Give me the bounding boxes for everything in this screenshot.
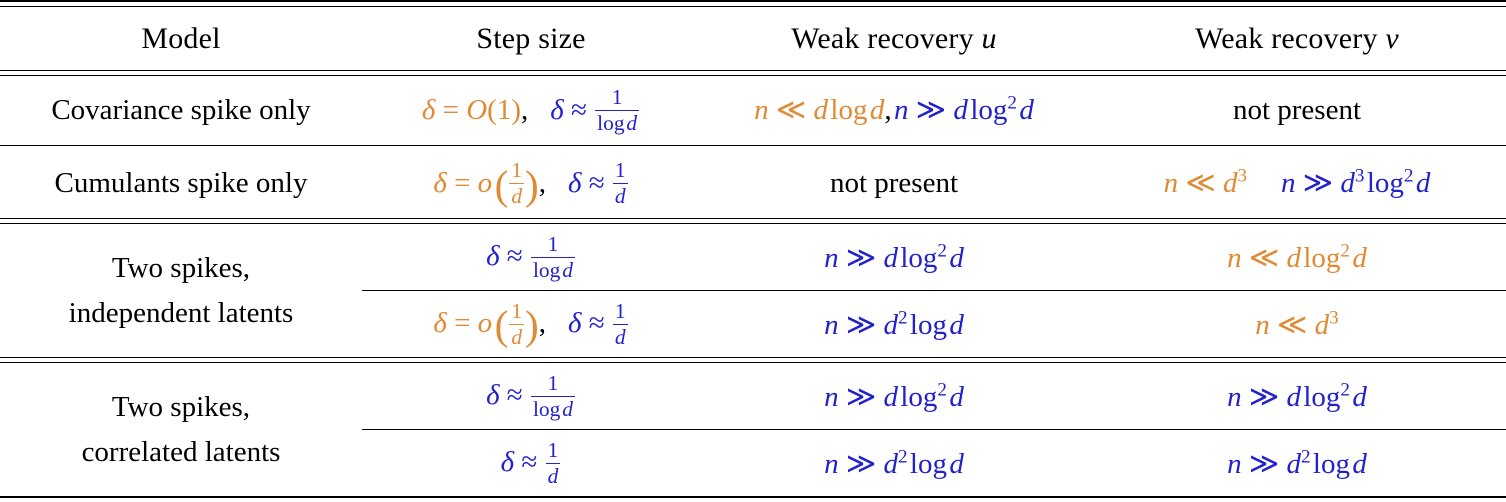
rule-under-header [0,70,1506,76]
formula-weak-recovery-u-independent-1: n ≫ d log2 d [824,239,964,274]
text-not-present-2: not present [829,167,959,199]
model-label-covariance: Covariance spike only [51,94,311,126]
column-header-model: Model [0,7,362,71]
cell-weak-recovery-u-covariance: n ≪ d log d, n ≫ d log2 d [700,76,1088,146]
model-label-line-1: Two spikes, [111,390,251,423]
formula-weak-recovery-u-correlated-2: n ≫ d2 log d [824,445,964,480]
column-header-step-size-label: Step size [476,22,586,55]
formula-weak-recovery-v-independent-2: n ≪ d3 [1255,306,1339,341]
cell-weak-recovery-v-covariance: not present [1088,76,1506,146]
cell-weak-recovery-u-correlated-1: n ≫ d log2 d [700,363,1088,430]
model-label-two-spikes-independent: Two spikes, independent latents [0,246,362,336]
rule-bottom [0,496,1506,502]
formula-weak-recovery-v-correlated-2: n ≫ d2 log d [1227,445,1367,480]
text-not-present-1: not present [1232,94,1362,126]
formula-weak-recovery-u-correlated-1: n ≫ d log2 d [824,378,964,413]
column-header-model-label: Model [141,22,221,55]
formula-weak-recovery-u-covariance: n ≪ d log d, n ≫ d log2 d [754,92,1034,126]
column-header-step-size: Step size [362,7,700,71]
rule-after-row-3 [0,357,1506,363]
formula-weak-recovery-u-independent-2: n ≫ d2 log d [824,306,964,341]
cell-weak-recovery-u-correlated-2: n ≫ d2 log d [700,430,1088,497]
column-header-weak-recovery-v: Weak recovery v [1195,22,1399,55]
column-header-weak-recovery-u: Weak recovery u [791,22,997,55]
cell-weak-recovery-v-correlated-2: n ≫ d2 log d [1088,430,1506,497]
table-header-row: Model Step size Weak recovery u Weak rec… [0,7,1506,71]
cell-model-cumulants: Cumulants spike only [0,149,362,219]
model-label-line-2: independent latents [68,296,294,329]
symbol-u: u [981,22,997,55]
model-label-line-1: Two spikes, [111,251,251,284]
model-label-two-spikes-correlated: Two spikes, correlated latents [0,385,362,475]
rule-after-row-1 [0,145,1506,149]
cell-weak-recovery-u-cumulants: not present [700,149,1088,219]
cell-weak-recovery-u-independent-2: n ≫ d2 log d [700,291,1088,358]
cell-model-covariance: Covariance spike only [0,76,362,146]
cell-weak-recovery-v-correlated-1: n ≫ d log2 d [1088,363,1506,430]
cell-model-two-spikes-correlated: Two spikes, correlated latents [0,363,362,498]
symbol-v: v [1385,22,1399,55]
model-label-cumulants: Cumulants spike only [54,167,308,199]
cell-weak-recovery-u-independent-1: n ≫ d log2 d [700,224,1088,291]
formula-weak-recovery-v-independent-1: n ≪ d log2 d [1227,239,1367,274]
model-label-line-2: correlated latents [81,435,281,468]
cell-weak-recovery-v-independent-1: n ≪ d log2 d [1088,224,1506,291]
cell-weak-recovery-v-independent-2: n ≪ d3 [1088,291,1506,358]
cell-model-two-spikes-independent: Two spikes, independent latents [0,224,362,358]
rule-after-row-2 [0,218,1506,224]
rule-top [0,0,1506,7]
formula-weak-recovery-v-correlated-1: n ≫ d log2 d [1227,378,1367,413]
